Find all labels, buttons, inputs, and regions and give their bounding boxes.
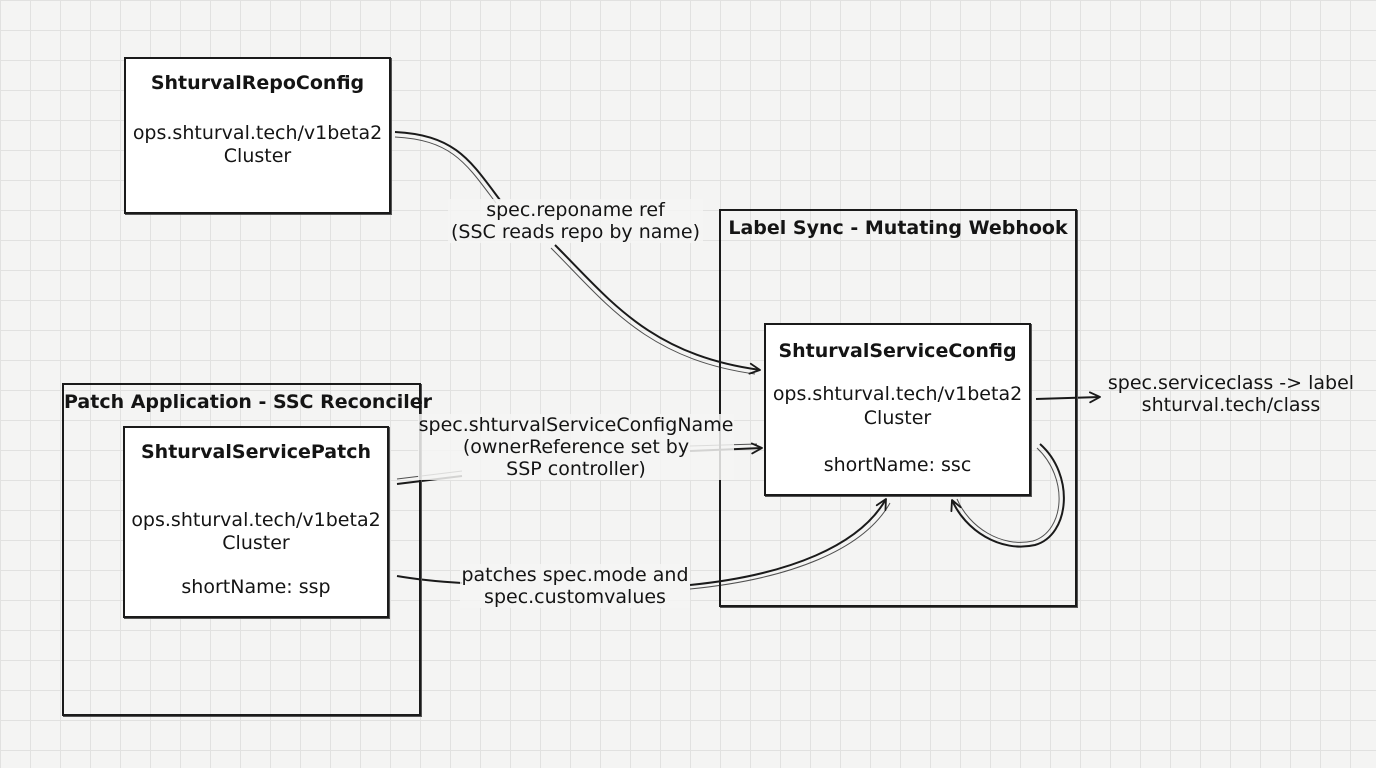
node-repo-config-group: ops.shturval.tech/v1beta2 xyxy=(132,122,383,144)
node-service-patch-title: ShturvalServicePatch xyxy=(140,441,371,463)
node-service-config[interactable]: ShturvalServiceConfig ops.shturval.tech/… xyxy=(764,323,1031,496)
edge-patches-shadow xyxy=(689,502,891,590)
node-service-config-shortname: shortName: ssc xyxy=(823,454,972,476)
node-service-config-scope: Cluster xyxy=(863,407,932,429)
edge-reponame-ref xyxy=(394,131,760,370)
group-patch-application-title: Patch Application - SSC Reconciler xyxy=(64,391,433,413)
group-label-sync: Label Sync - Mutating Webhook xyxy=(719,209,1077,607)
edge-label-serviceclass-line2: shturval.tech/class xyxy=(1141,394,1321,416)
edge-label-patches-line1: patches spec.mode and xyxy=(461,564,689,586)
edge-label-patches: patches spec.mode and spec.customvalues xyxy=(460,564,690,608)
node-service-config-title: ShturvalServiceConfig xyxy=(778,340,1017,362)
edge-label-owner-reference-line1: spec.shturvalServiceConfigName xyxy=(418,414,734,436)
edge-label-owner-reference-line2: (ownerReference set by xyxy=(462,436,690,458)
edge-label-reponame-line1: spec.reponame ref xyxy=(486,199,665,221)
node-repo-config-title: ShturvalRepoConfig xyxy=(150,72,365,94)
node-service-patch-group: ops.shturval.tech/v1beta2 xyxy=(131,509,381,531)
edge-label-patches-line2: spec.customvalues xyxy=(484,586,666,608)
node-repo-config-scope: Cluster xyxy=(223,145,292,167)
edge-patches xyxy=(396,499,886,586)
edge-serviceclass-label xyxy=(1035,391,1101,404)
edge-reponame-ref-shadow xyxy=(394,136,756,375)
group-patch-application: Patch Application - SSC Reconciler xyxy=(62,383,433,716)
node-service-config-group: ops.shturval.tech/v1beta2 xyxy=(772,383,1023,405)
edge-label-owner-reference-line3: SSP controller) xyxy=(506,458,646,480)
node-service-patch-shortname: shortName: ssp xyxy=(181,576,331,598)
node-service-patch[interactable]: ShturvalServicePatch ops.shturval.tech/v… xyxy=(123,426,389,618)
edge-self-loop-shadow xyxy=(956,447,1060,543)
edge-label-serviceclass: spec.serviceclass -> label shturval.tech… xyxy=(1096,372,1366,416)
node-service-patch-scope: Cluster xyxy=(222,532,290,554)
edge-label-owner-reference: spec.shturvalServiceConfigName (ownerRef… xyxy=(418,414,734,480)
edge-self-loop xyxy=(950,443,1065,548)
edge-label-serviceclass-line1: spec.serviceclass -> label xyxy=(1107,372,1355,394)
node-repo-config[interactable]: ShturvalRepoConfig ops.shturval.tech/v1b… xyxy=(124,57,391,214)
edge-label-reponame: spec.reponame ref (SSC reads repo by nam… xyxy=(448,199,703,243)
edge-label-reponame-line2: (SSC reads repo by name) xyxy=(450,221,700,243)
group-label-sync-title: Label Sync - Mutating Webhook xyxy=(728,217,1068,239)
